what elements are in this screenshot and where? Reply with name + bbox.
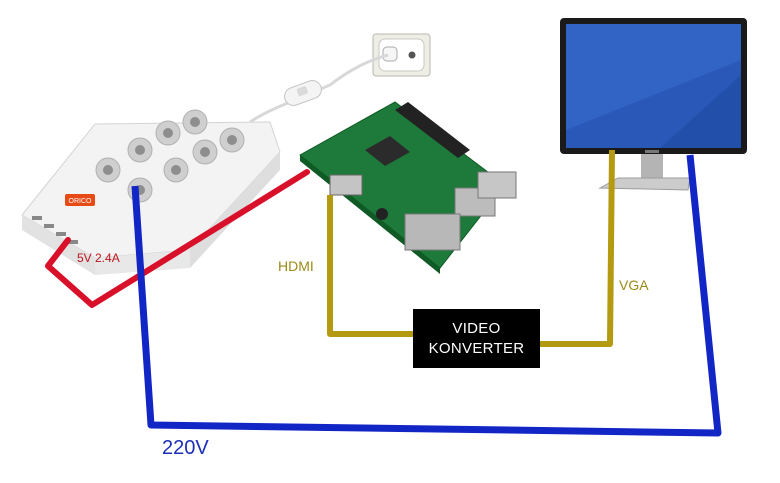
monitor-icon: [560, 18, 747, 191]
power-output-label: 5V 2.4A: [77, 251, 120, 265]
mains-cable: [131, 154, 722, 437]
power-strip-cord: [249, 53, 389, 124]
video-converter-line1: VIDEO: [452, 319, 501, 337]
raspberry-pi-board-icon: [299, 101, 517, 274]
mains-voltage-label: 220V: [162, 437, 209, 459]
video-converter-line2: KONVERTER: [428, 339, 525, 357]
wall-socket-icon: [372, 33, 431, 77]
usb-power-cable: [45, 169, 310, 308]
power-strip-brand: ORICO: [69, 198, 93, 205]
power-strip-icon: ORICO: [21, 109, 281, 275]
video-cable-vga: [540, 149, 615, 347]
hdmi-label: HDMI: [278, 258, 314, 274]
video-cable: [327, 195, 413, 337]
vga-label: VGA: [619, 277, 649, 293]
video-converter-box: VIDEO KONVERTER: [413, 309, 540, 368]
